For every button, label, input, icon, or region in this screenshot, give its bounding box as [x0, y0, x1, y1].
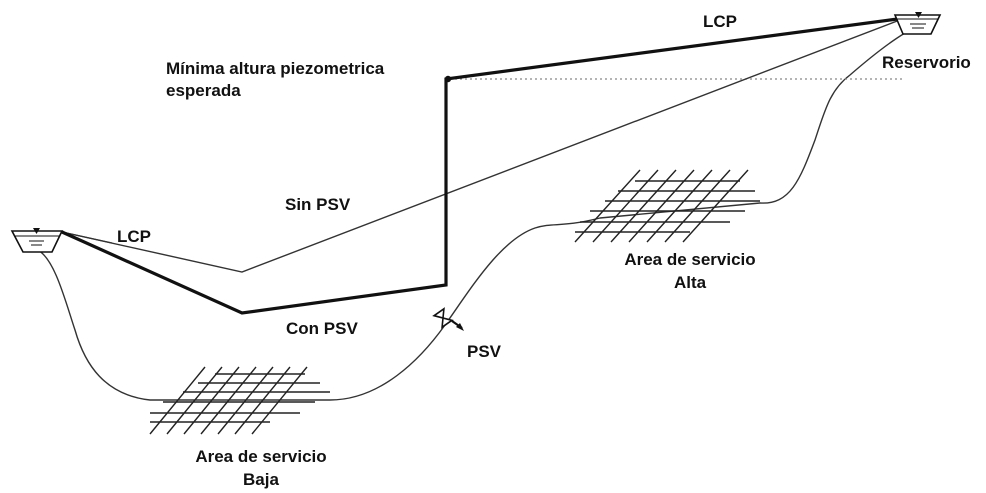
left-reservoir-tank-icon — [10, 228, 64, 253]
min-head-label-line2: esperada — [166, 81, 241, 100]
reservoir-label: Reservorio — [882, 53, 971, 72]
min-head-label-line1: Mínima altura piezometrica — [166, 59, 385, 78]
min-head-point — [444, 75, 452, 83]
low-service-area-grid — [149, 366, 330, 435]
right-reservoir-tank-icon — [893, 12, 942, 35]
hgl-with-psv — [61, 16, 906, 315]
con-psv-label: Con PSV — [286, 319, 358, 338]
lcp-left-label: LCP — [117, 227, 151, 246]
terrain-pipeline-curve — [37, 32, 906, 401]
high-service-area-label-line2: Alta — [673, 273, 707, 292]
high-service-area-grid — [574, 169, 760, 243]
lcp-top-label: LCP — [703, 12, 737, 31]
psv-valve-icon — [432, 307, 464, 331]
psv-label: PSV — [467, 342, 502, 361]
sin-psv-label: Sin PSV — [285, 195, 351, 214]
low-service-area-label-line2: Baja — [243, 470, 279, 489]
lcp-left-pointer — [61, 231, 113, 244]
hgl-without-psv — [61, 17, 906, 273]
low-service-area-label-line1: Area de servicio — [195, 447, 327, 466]
high-service-area-label-line1: Area de servicio — [624, 250, 756, 269]
